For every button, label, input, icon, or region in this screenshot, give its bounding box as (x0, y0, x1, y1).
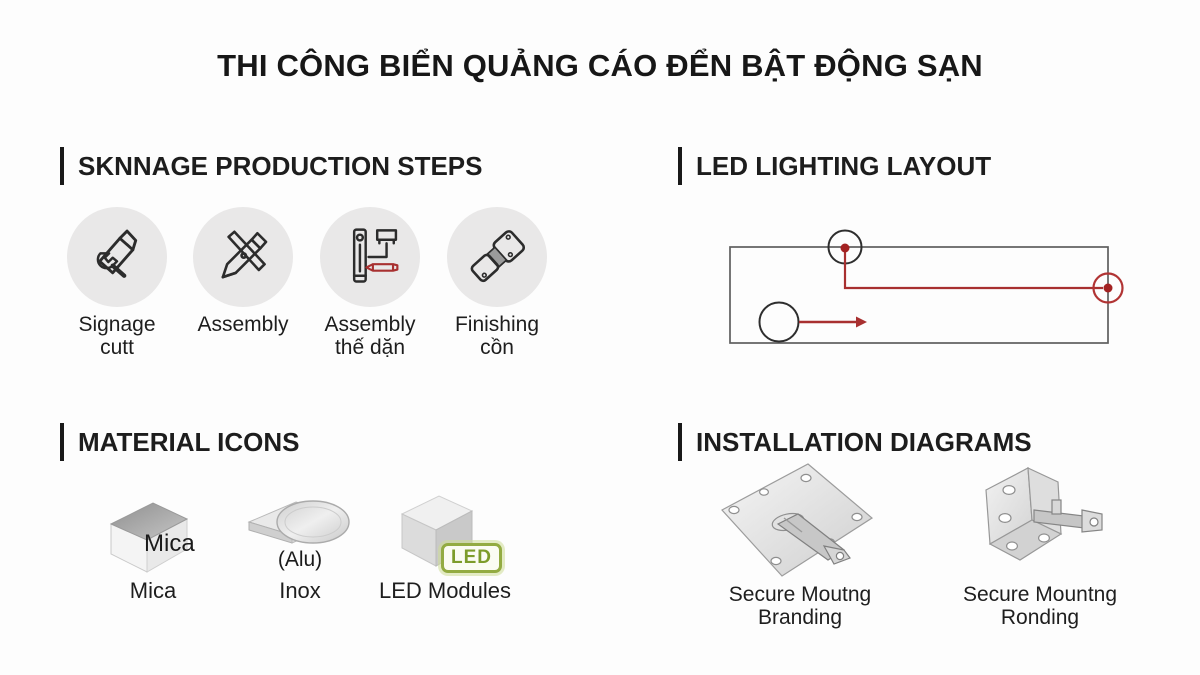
step-item-assembly: Assembly (179, 207, 307, 336)
step-label-line2: thế dặn (334, 336, 406, 359)
steps-section-heading: SKNNAGE PRODUCTION STEPS (60, 146, 483, 186)
led-heading-label: LED LIGHTING LAYOUT (696, 150, 992, 181)
wiring-line (843, 251, 1103, 290)
wiring-node-top (840, 243, 850, 253)
led-spot-left (758, 301, 800, 343)
led-badge: LED (441, 543, 502, 573)
step-label-line2: cồn (480, 336, 514, 359)
step-label-line1: Signage (78, 313, 156, 336)
step-circle (193, 207, 293, 307)
installation-heading-label: INSTALLATION DIAGRAMS (696, 426, 1032, 457)
heading-accent-bar (678, 423, 682, 461)
materials-section-heading: MATERIAL ICONS (60, 422, 299, 462)
bracket-clamp-icon (352, 228, 399, 283)
led-spot-right (1092, 272, 1124, 304)
led-section-heading: LED LIGHTING LAYOUT (678, 146, 991, 186)
installation-caption-line2: Ronding (1000, 606, 1080, 629)
step-label-line1: Assembly (324, 313, 416, 336)
installation-caption-bracket: Secure Mountng Ronding (950, 583, 1130, 629)
installation-caption-line1: Secure Mountng (962, 583, 1118, 606)
installation-caption-line2: Branding (757, 606, 843, 629)
inox-overlay-label: (Alu) (277, 548, 323, 571)
materials-heading-label: MATERIAL ICONS (78, 426, 300, 457)
wiring-node-right (1103, 283, 1113, 293)
mounting-bracket-icon (985, 467, 1103, 561)
material-caption-led-modules: LED Modules (378, 578, 512, 603)
installation-caption-line1: Secure Moutng (728, 583, 872, 606)
heading-accent-bar (60, 423, 64, 461)
step-label-line1: Assembly (197, 313, 289, 336)
step-item-assembly-frame: Assembly thế dặn (306, 207, 434, 359)
step-item-signage-cut: Signage cutt (53, 207, 181, 359)
led-layout-diagram (729, 229, 1124, 344)
inox-disc-icon (247, 500, 350, 544)
crimp-tool-icon (470, 230, 526, 283)
mica-sheet-icon (109, 502, 189, 573)
material-caption-mica: Mica (129, 578, 177, 603)
material-caption-inox: Inox (279, 578, 321, 603)
installation-caption-plate: Secure Moutng Branding (710, 583, 890, 629)
step-circle (320, 207, 420, 307)
step-label: Assembly thế dặn (306, 313, 434, 359)
step-circle (67, 207, 167, 307)
step-label-line2: cutt (100, 336, 134, 359)
heading-accent-bar (678, 147, 682, 185)
crossed-pens-icon (221, 230, 268, 279)
step-circle (447, 207, 547, 307)
cutter-wrench-icon (96, 229, 138, 278)
step-item-finishing: Finishing cồn (433, 207, 561, 359)
step-label: Signage cutt (53, 313, 181, 359)
steps-heading-label: SKNNAGE PRODUCTION STEPS (78, 150, 483, 181)
step-label-line1: Finishing (454, 313, 540, 336)
mounting-plate-icon (721, 463, 874, 577)
step-label: Assembly (179, 313, 307, 336)
page-title: THI CÔNG BIỂN QUẢNG CÁO ĐỂN BẬT ĐỘNG SẠN (217, 48, 983, 83)
led-panel-outline (729, 246, 1109, 344)
heading-accent-bar (60, 147, 64, 185)
mica-overlay-label: Mica (144, 530, 195, 557)
step-label: Finishing cồn (433, 313, 561, 359)
wiring-arrow (799, 316, 867, 328)
installation-section-heading: INSTALLATION DIAGRAMS (678, 422, 1032, 462)
